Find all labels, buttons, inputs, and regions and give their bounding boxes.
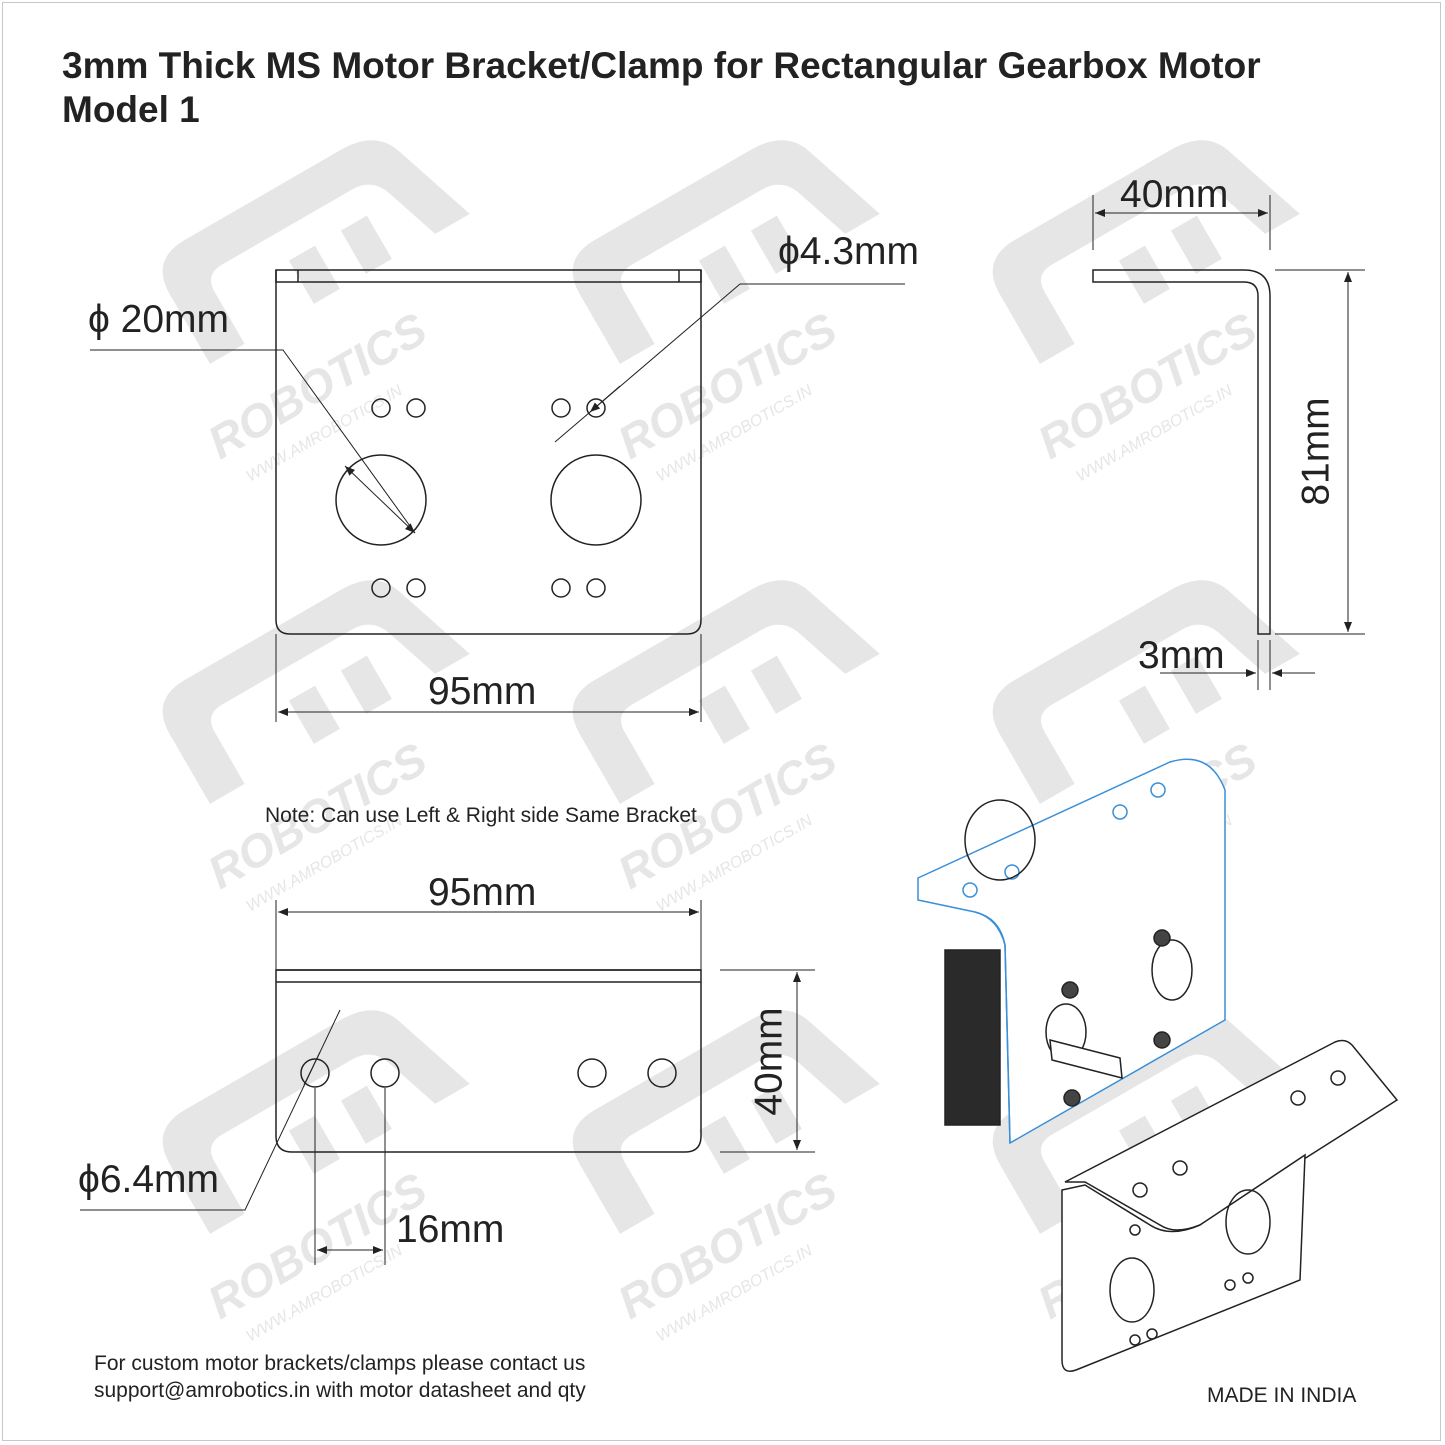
side-view <box>1092 195 1365 690</box>
dim-label-top-95mm: 95mm <box>428 871 537 914</box>
bracket-note: Note: Can use Left & Right side Same Bra… <box>265 804 697 827</box>
front-top-flange <box>275 269 702 283</box>
front-small-hole <box>406 398 426 418</box>
isometric-black-bracket <box>1061 1039 1399 1372</box>
side-profile <box>1092 269 1271 635</box>
dim-label-20mm: ϕ 20mm <box>88 298 230 341</box>
top-hole <box>300 1058 330 1088</box>
front-small-hole <box>586 578 606 598</box>
title-line-2: Model 1 <box>62 89 200 130</box>
top-view <box>80 900 815 1265</box>
dim-label-40mm-side: 40mm <box>1120 173 1229 216</box>
dim-label-4-3mm: ϕ4.3mm <box>778 230 920 273</box>
top-hole <box>577 1058 607 1088</box>
contact-line-2: support@amrobotics.in with motor datashe… <box>94 1379 586 1403</box>
front-shaft-hole-left <box>335 454 427 546</box>
title-line-1: 3mm Thick MS Motor Bracket/Clamp for Rec… <box>62 45 1261 86</box>
dim-label-3mm: 3mm <box>1138 634 1225 677</box>
page-title: 3mm Thick MS Motor Bracket/Clamp for Rec… <box>62 44 1422 132</box>
dim-label-16mm: 16mm <box>396 1208 505 1251</box>
dim-label-81mm: 81mm <box>1294 397 1338 506</box>
front-small-hole <box>371 578 391 598</box>
dim-label-6-4mm: ϕ6.4mm <box>78 1158 220 1201</box>
dim-label-front-95mm: 95mm <box>428 670 537 713</box>
made-in-label: MADE IN INDIA <box>1207 1384 1357 1407</box>
motor-gearbox-body <box>944 949 1001 1126</box>
top-hole <box>647 1058 677 1088</box>
contact-note: For custom motor brackets/clamps please … <box>94 1350 586 1405</box>
motor-shaft <box>1049 1039 1123 1079</box>
isometric-blue-bracket <box>917 758 1226 1145</box>
dim-label-top-40mm: 40mm <box>747 1007 791 1116</box>
front-small-hole <box>586 398 606 418</box>
front-small-hole <box>406 578 426 598</box>
front-shaft-hole-right <box>550 454 642 546</box>
top-hole <box>370 1058 400 1088</box>
front-small-hole <box>371 398 391 418</box>
front-view <box>90 269 905 722</box>
front-small-hole <box>551 398 571 418</box>
front-small-hole <box>551 578 571 598</box>
front-plate-outline <box>275 270 702 635</box>
contact-line-1: For custom motor brackets/clamps please … <box>94 1352 586 1375</box>
